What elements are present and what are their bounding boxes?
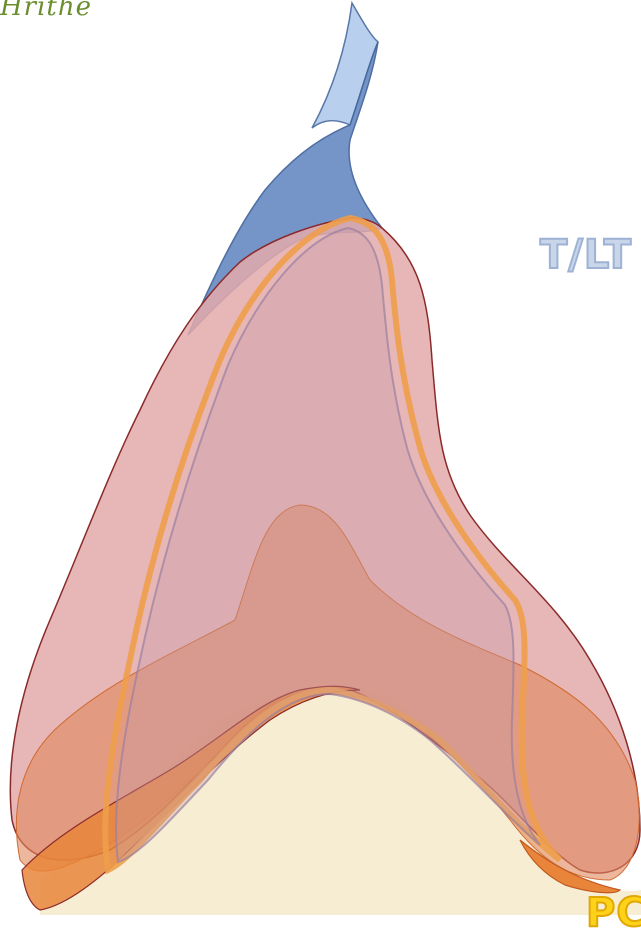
script-text: Hrithe	[0, 0, 92, 22]
bottom-right-label: PC	[586, 890, 641, 936]
anatomy-diagram	[0, 0, 641, 915]
blue-tip-light	[312, 3, 378, 128]
tlt-label: T/LT	[540, 232, 632, 278]
